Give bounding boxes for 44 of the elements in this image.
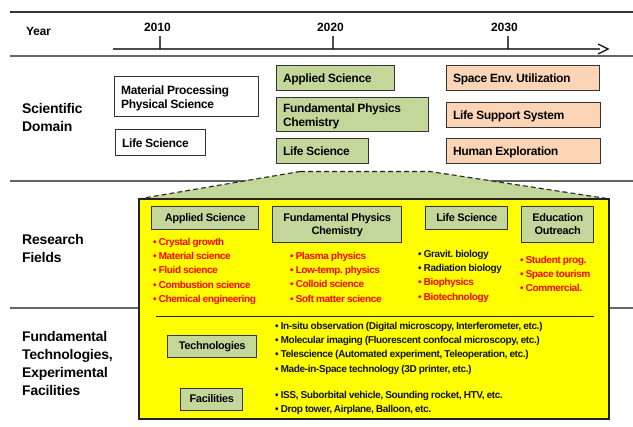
topic-box: Fundamental Physics Chemistry — [276, 97, 429, 132]
bullet-item: • Soft matter science — [290, 292, 382, 307]
year-label: 2010 — [144, 20, 171, 34]
row-header: Research Fields — [22, 230, 84, 266]
year-label: 2020 — [317, 20, 344, 34]
bullet-item: • Telescience (Automated experiment, Teleoperation, etc.) — [275, 348, 528, 362]
topic-box: Space Env. Utilization — [446, 65, 600, 91]
bullet-item: • Biotechnology — [418, 290, 488, 305]
year-label: 2030 — [491, 20, 518, 34]
row-header: Fundamental Technologies, Experimental Facilities — [22, 327, 114, 399]
topic-box: Technologies — [167, 335, 257, 358]
row-header: Scientific Domain — [22, 99, 84, 135]
topic-box: Applied Science — [151, 206, 259, 230]
bullet-item: • Student prog. — [520, 254, 586, 268]
bullet-item: • Biophysics — [418, 276, 474, 290]
topic-box: Facilities — [180, 388, 243, 411]
bullet-item: • Material science — [153, 250, 230, 264]
topic-box: Life Support System — [446, 102, 601, 128]
topic-box: Life Science — [115, 129, 206, 156]
bullet-item: • Chemical engineering — [153, 292, 256, 307]
bullet-item: • Crystal growth — [153, 236, 224, 250]
bullet-item: • Combustion science — [153, 278, 250, 293]
topic-box: Life Science — [276, 138, 369, 164]
bullet-item: • In-situ observation (Digital microscopy, Interferometer, etc.) — [275, 320, 542, 334]
bullet-item: • Space tourism — [520, 268, 590, 282]
topic-box: Material Processing Physical Science — [114, 76, 259, 117]
topic-box: Human Exploration — [446, 138, 601, 164]
research-panel — [138, 198, 610, 420]
bullet-item: • Drop tower, Airplane, Balloon, etc. — [275, 403, 431, 418]
bullet-item: • ISS, Suborbital vehicle, Sounding rocket, HTV, etc. — [275, 389, 502, 403]
topic-box: Life Science — [425, 206, 508, 230]
bullet-item: • Radiation biology — [418, 262, 502, 276]
bullet-item: • Low-temp. physics — [290, 264, 380, 278]
bullet-item: • Made-in-Space technology (3D printer, etc.) — [275, 362, 472, 377]
topic-box: Education Outreach — [521, 206, 594, 243]
bullet-item: • Commercial. — [520, 282, 582, 296]
bullet-item: • Molecular imaging (Fluorescent confocal microscopy, etc.) — [275, 334, 540, 348]
bullet-item: • Colloid science — [290, 278, 364, 292]
bullet-item: • Plasma physics — [290, 250, 366, 264]
bullet-item: • Fluid science — [153, 264, 218, 278]
row-header: Year — [26, 23, 51, 40]
topic-box: Applied Science — [276, 65, 395, 91]
bullet-item: • Gravit. biology — [418, 248, 488, 262]
topic-box: Fundamental Physics Chemistry — [272, 206, 402, 243]
